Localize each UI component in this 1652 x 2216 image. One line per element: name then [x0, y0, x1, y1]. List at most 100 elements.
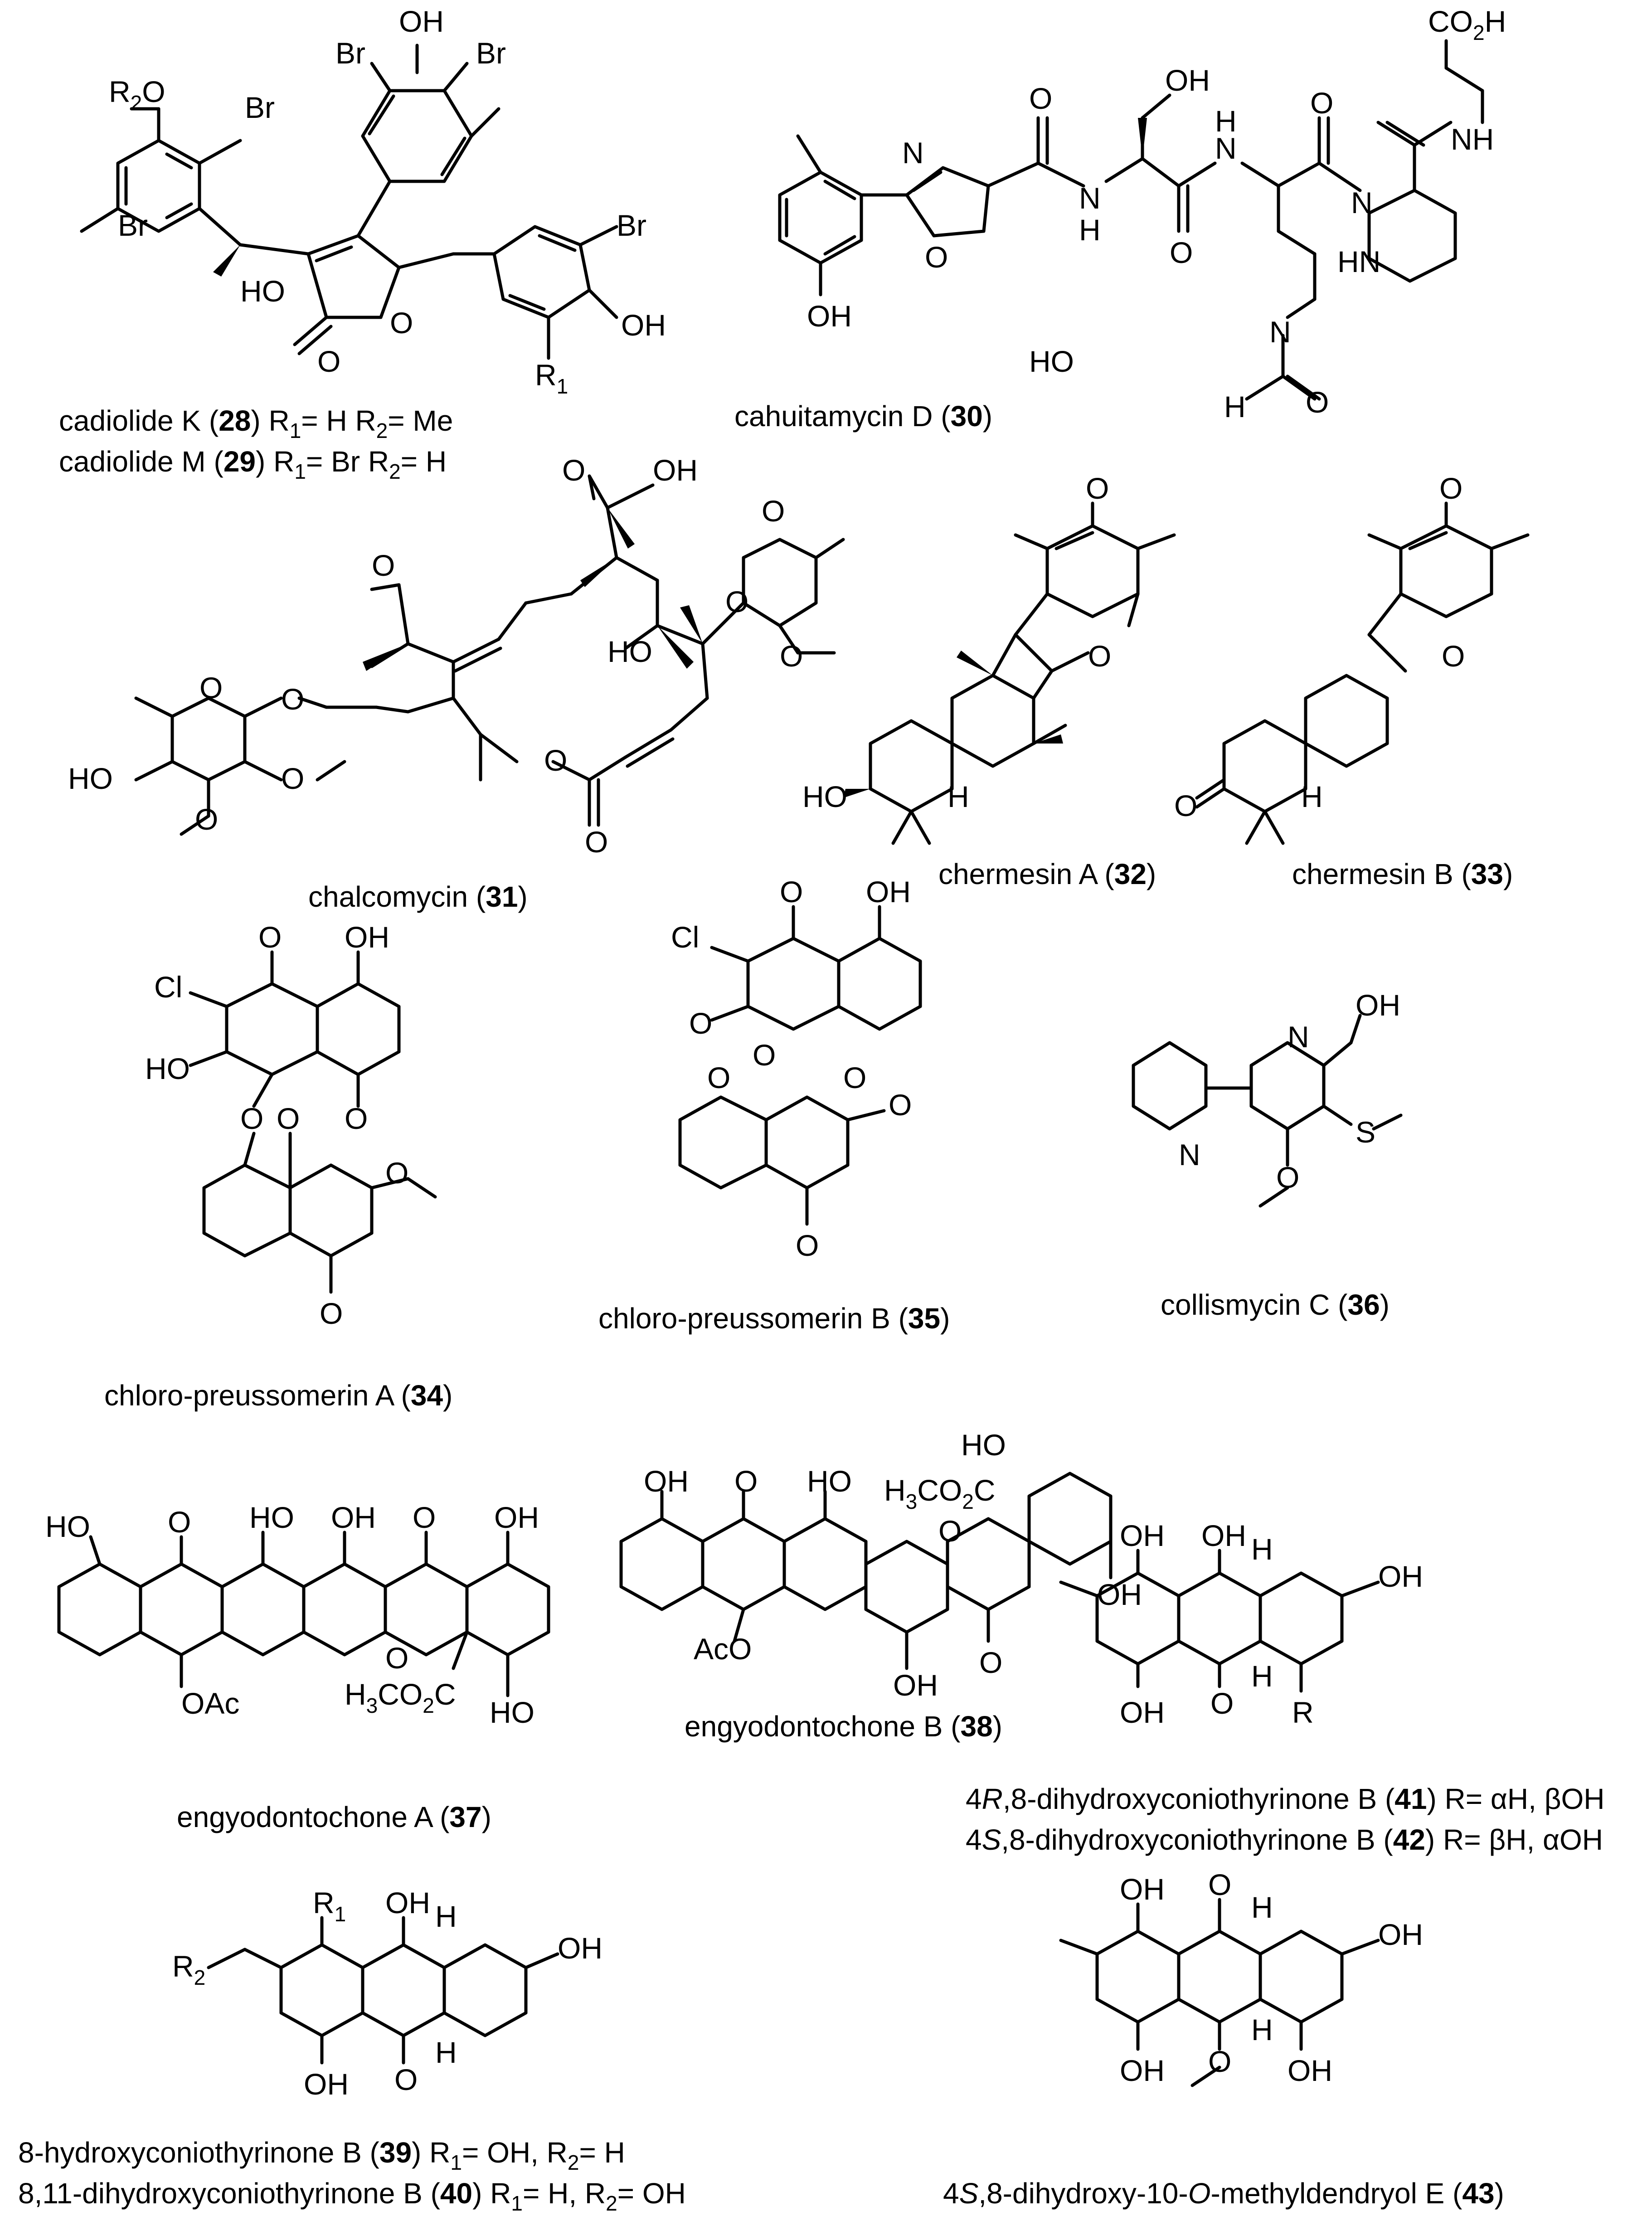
- structure-chloro-preussomerin-a: O OH Cl HO O O O O O: [145, 920, 437, 1330]
- atom-o: O: [281, 682, 304, 716]
- atom-n: N: [1079, 181, 1101, 215]
- atom-o: O: [1276, 1161, 1299, 1194]
- atom-oh: OH: [807, 299, 852, 333]
- structure-cahuitamycin-d: N O OH O N H OH O N H O N HN NH CO2H HO …: [778, 5, 1506, 423]
- structure-dihydroxyconiothyrinone-41-42: OH OH H OH O OH H R: [1059, 1519, 1423, 1729]
- structure-chloro-preussomerin-b: O OH Cl O O O O O O: [671, 875, 922, 1262]
- atom-o: O: [1210, 1686, 1234, 1720]
- structure-chermesin-b: O O O H: [1174, 471, 1530, 845]
- atom-co2h: CO2H: [1428, 5, 1506, 44]
- caption-c34: chloro-preussomerin A (34): [104, 1379, 452, 1412]
- atom-o: O: [1088, 639, 1111, 673]
- atom-oh: OH: [494, 1501, 539, 1534]
- structure-chermesin-a: O O HO H: [802, 471, 1176, 845]
- atom-cl: Cl: [154, 970, 182, 1004]
- atom-o: O: [372, 549, 395, 582]
- atom-h: H: [1301, 780, 1323, 813]
- atom-ho: HO: [607, 635, 652, 668]
- caption-c42: 4S,8-dihydroxyconiothyrinone B (42) R= β…: [966, 1823, 1603, 1856]
- atom-o: O: [281, 762, 304, 795]
- atom-br: Br: [118, 209, 148, 242]
- structure-collismycin-c: N N OH S O: [1132, 988, 1403, 1208]
- atom-o: O: [413, 1501, 436, 1534]
- atom-oh: OH: [1378, 1918, 1423, 1951]
- atom-o: O: [1442, 639, 1465, 673]
- atom-oh: OH: [1120, 1519, 1165, 1552]
- caption-c29: cadiolide M (29) R1= Br R2= H: [59, 445, 447, 483]
- structure-engyodontochone-a: HO O HO OH O OH OAc H3CO2C HO O: [45, 1501, 550, 1729]
- atom-o: O: [1439, 471, 1463, 505]
- atom-br: Br: [617, 209, 646, 242]
- atom-o: O: [1208, 1868, 1231, 1901]
- atom-ho: HO: [68, 762, 113, 795]
- atom-br: Br: [245, 91, 275, 124]
- atom-h: H: [435, 2036, 457, 2069]
- caption-c30: cahuitamycin D (30): [734, 400, 992, 433]
- atom-aco: AcO: [694, 1632, 752, 1666]
- atom-r1: R1: [535, 358, 568, 398]
- atom-o: O: [199, 671, 223, 705]
- atom-o: O: [734, 1464, 758, 1498]
- atom-oh: OH: [1356, 988, 1400, 1022]
- atom-n: N: [1269, 315, 1291, 349]
- atom-h: H: [1251, 1532, 1273, 1566]
- atom-oh: OH: [558, 1931, 602, 1965]
- atom-h: H: [1079, 213, 1101, 247]
- atom-oh: OH: [893, 1668, 938, 1702]
- atom-ho: HO: [240, 274, 285, 308]
- atom-o: O: [780, 875, 803, 909]
- atom-br: Br: [476, 36, 506, 70]
- atom-o: O: [938, 1514, 962, 1548]
- atom-o: O: [385, 1641, 408, 1675]
- atom-o: O: [544, 744, 567, 777]
- atom-o: O: [725, 585, 748, 618]
- atom-n: N: [902, 136, 924, 170]
- atom-oh: OH: [1378, 1560, 1423, 1593]
- atom-oac: OAc: [181, 1686, 239, 1720]
- atom-h: H: [435, 1900, 457, 1933]
- atom-o: O: [753, 1038, 776, 1072]
- atom-h: H: [1251, 1890, 1273, 1924]
- atom-oh: OH: [345, 920, 389, 954]
- atom-br: Br: [335, 36, 365, 70]
- atom-ho: HO: [490, 1696, 534, 1729]
- caption-c32: chermesin A (32): [938, 858, 1156, 890]
- atom-h: H: [1251, 1659, 1273, 1693]
- caption-c31: chalcomycin (31): [308, 880, 528, 913]
- structure-cadiolide: R2O Br Br HO O O OH Br Br Br OH R1: [80, 5, 666, 398]
- atom-o: O: [1208, 2045, 1231, 2078]
- atom-n: N: [1179, 1138, 1200, 1171]
- atom-o: O: [168, 1505, 191, 1539]
- caption-c39: 8-hydroxyconiothyrinone B (39) R1= OH, R…: [18, 2136, 625, 2174]
- atom-oh: OH: [1120, 1872, 1165, 1906]
- atom-h3co2c: H3CO2C: [884, 1473, 996, 1513]
- atom-n: N: [1351, 186, 1373, 219]
- atom-oh: OH: [653, 453, 698, 487]
- atom-oh: OH: [866, 875, 911, 909]
- caption-c43: 4S,8-dihydroxy-10-O-methyldendryol E (43…: [943, 2177, 1504, 2210]
- atom-ho: HO: [1029, 345, 1074, 378]
- atom-o: O: [240, 1102, 263, 1135]
- atom-o: O: [889, 1088, 912, 1122]
- caption-c28: cadiolide K (28) R1= H R2= Me: [59, 404, 453, 442]
- atom-ho: HO: [249, 1501, 294, 1534]
- atom-h: H: [1251, 2013, 1273, 2046]
- atom-o: O: [979, 1646, 1002, 1679]
- caption-c40: 8,11-dihydroxyconiothyrinone B (40) R1= …: [18, 2177, 686, 2215]
- caption-c33: chermesin B (33): [1292, 858, 1513, 890]
- atom-s: S: [1356, 1115, 1375, 1149]
- atom-r2: R2: [172, 1949, 205, 1989]
- atom-h: H: [1215, 104, 1237, 138]
- atom-o: O: [385, 1156, 408, 1190]
- atom-n: N: [1288, 1020, 1309, 1054]
- atom-o: O: [258, 920, 282, 954]
- atom-ho: HO: [145, 1052, 190, 1085]
- atom-o: O: [390, 306, 413, 340]
- caption-c41: 4R,8-dihydroxyconiothyrinone B (41) R= α…: [966, 1783, 1605, 1815]
- caption-c37: engyodontochone A (37): [177, 1801, 491, 1833]
- atom-oh: OH: [1201, 1519, 1246, 1552]
- atom-o: O: [762, 494, 785, 528]
- caption-c35: chloro-preussomerin B (35): [598, 1302, 950, 1335]
- atom-o: O: [1029, 82, 1052, 115]
